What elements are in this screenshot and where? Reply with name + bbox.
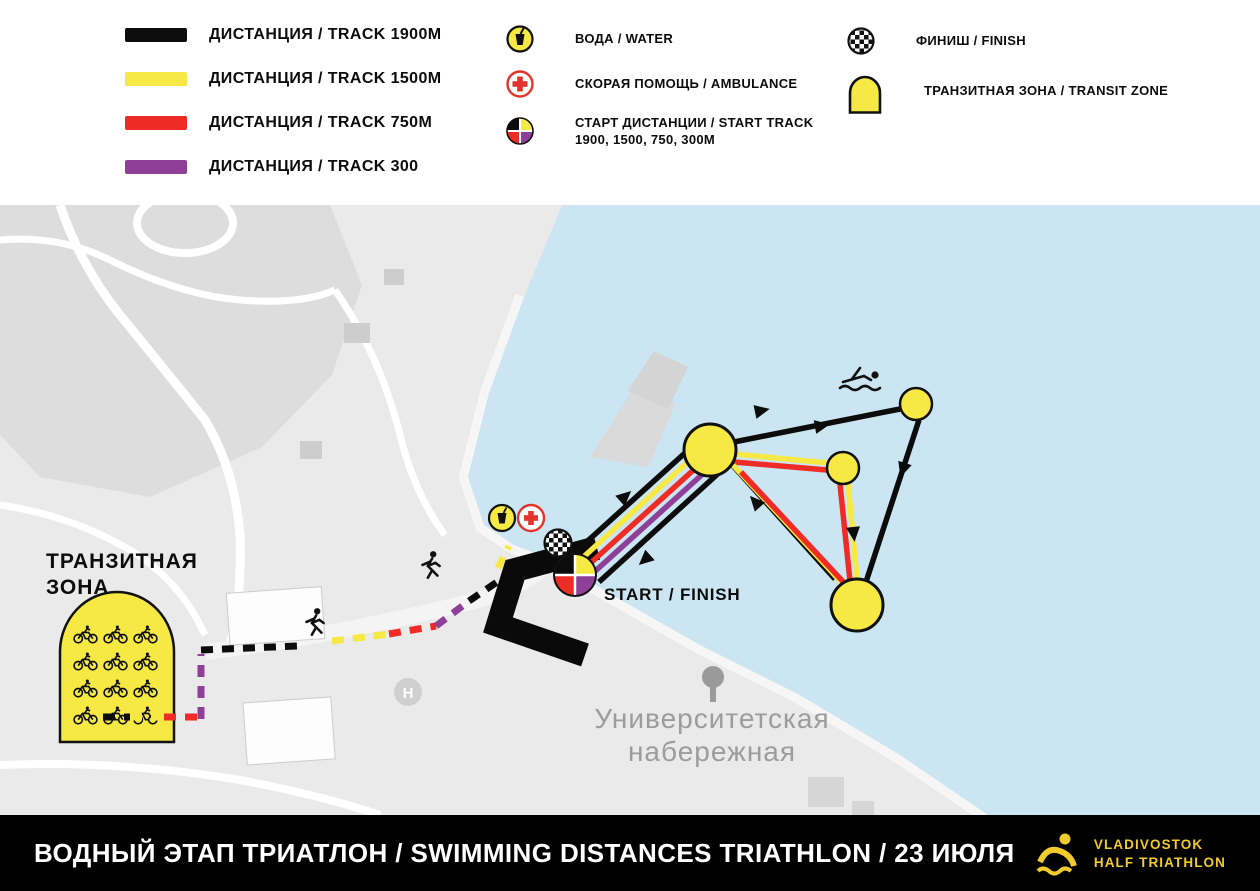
- track-1500-swatch-icon: [125, 72, 187, 86]
- legend-item-water: ВОДА / WATER: [505, 24, 813, 54]
- water-label: ВОДА / WATER: [575, 31, 674, 47]
- brand-name: VLADIVOSTOK HALF TRIATHLON: [1094, 837, 1226, 870]
- legend: ДИСТАНЦИЯ / TRACK 1900М ДИСТАНЦИЯ / TRAC…: [0, 0, 1260, 205]
- track-1900-swatch-icon: [125, 28, 187, 42]
- track-750-swatch-icon: [125, 116, 187, 130]
- stadium-outline: [133, 205, 237, 257]
- start-finish-marker: [553, 553, 597, 597]
- water-icon: [506, 25, 534, 53]
- run-route: [103, 544, 513, 721]
- ambulance-marker: [516, 503, 546, 533]
- helipad-icon: Н: [394, 678, 422, 706]
- start-track-icon: [506, 117, 534, 145]
- embankment-label-line1: Университетская: [594, 703, 829, 734]
- transit-zone-label: ТРАНЗИТНАЯ ЗОНА / TRANSIT ZONE: [924, 83, 1169, 99]
- direction-arrow: [898, 460, 912, 478]
- legend-item-ambulance: СКОРАЯ ПОМОЩЬ / AMBULANCE: [505, 69, 813, 99]
- legend-track-list: ДИСТАНЦИЯ / TRACK 1900М ДИСТАНЦИЯ / TRAC…: [125, 26, 442, 176]
- route-segment-yellow: [494, 544, 513, 570]
- stage-structure: [483, 536, 601, 667]
- track-1900-label: ДИСТАНЦИЯ / TRACK 1900М: [209, 26, 442, 43]
- direction-arrow: [753, 405, 770, 419]
- track-1500-label: ДИСТАНЦИЯ / TRACK 1500М: [209, 70, 442, 87]
- swimmer-icon: [838, 366, 882, 392]
- transit-zone-map-label-line2: ЗОНА: [46, 576, 110, 599]
- route-segment-black: [467, 573, 508, 604]
- start-track-label-line1: СТАРТ ДИСТАНЦИИ / START TRACK: [575, 115, 814, 130]
- transit-zone-map-label-line1: ТРАНЗИТНАЯ: [46, 550, 198, 573]
- direction-arrow: [638, 549, 655, 566]
- buoy-turn-large: [682, 422, 738, 478]
- route-segment-red: [388, 622, 437, 638]
- track-300-swatch-icon: [125, 160, 187, 174]
- course-1900-line: [860, 419, 922, 592]
- start-track-label-line2: 1900, 1500, 750, 300М: [575, 132, 716, 148]
- brand: VLADIVOSTOK HALF TRIATHLON: [1030, 826, 1226, 880]
- embankment-label-line2: набережная: [628, 736, 796, 767]
- buoy-bottom-large: [829, 577, 885, 633]
- course-map: Н Университетская набережная ТРАНЗИТНАЯ …: [0, 205, 1260, 815]
- course-return-line: [597, 467, 724, 585]
- legend-item-track-1500: ДИСТАНЦИЯ / TRACK 1500М: [125, 70, 442, 88]
- direction-arrow: [615, 490, 632, 507]
- track-750-label: ДИСТАНЦИЯ / TRACK 750М: [209, 114, 433, 131]
- legend-item-finish: ФИНИШ / FINISH: [846, 26, 1168, 56]
- footer-title: ВОДНЫЙ ЭТАП ТРИАТЛОН / SWIMMING DISTANCE…: [34, 837, 1015, 868]
- direction-arrow: [749, 495, 766, 512]
- water-station-marker: [487, 503, 517, 533]
- direction-arrows: [615, 405, 912, 566]
- transit-zone-icon: [848, 75, 882, 114]
- buoy-far: [898, 386, 934, 422]
- finish-flag-marker: [543, 528, 573, 558]
- course-1500-line: [734, 451, 829, 466]
- route-segment-yellow: [331, 630, 390, 645]
- start-track-label: СТАРТ ДИСТАНЦИИ / START TRACK 1900, 1500…: [575, 114, 813, 148]
- course-750-line: [837, 483, 854, 592]
- course-300-line: [590, 459, 718, 577]
- brand-logo-icon: [1036, 833, 1077, 876]
- legend-item-track-750: ДИСТАНЦИЯ / TRACK 750М: [125, 114, 442, 132]
- buoy-mid: [825, 450, 861, 486]
- route-segment-black: [200, 642, 298, 654]
- course-750-line: [583, 453, 711, 571]
- start-finish-label: START / FINISH: [604, 585, 741, 604]
- brand-name-line1: VLADIVOSTOK: [1093, 836, 1204, 852]
- finish-label: ФИНИШ / FINISH: [916, 33, 1026, 49]
- ambulance-label: СКОРАЯ ПОМОЩЬ / AMBULANCE: [575, 76, 798, 92]
- helipad-letter: Н: [403, 685, 414, 702]
- transit-zone-area: [58, 590, 176, 744]
- direction-arrow: [846, 526, 860, 542]
- course-return-line: [738, 470, 852, 590]
- ambulance-icon: [506, 70, 534, 98]
- legend-symbol-list: ВОДА / WATER СКОРАЯ ПОМОЩЬ / AMBULANCE С…: [505, 24, 813, 148]
- pier: [590, 351, 688, 467]
- track-300-label: ДИСТАНЦИЯ / TRACK 300: [209, 158, 419, 175]
- buoys: [682, 386, 934, 633]
- legend-item-transit: ТРАНЗИТНАЯ ЗОНА / TRANSIT ZONE: [846, 68, 1168, 114]
- direction-arrow: [813, 420, 830, 434]
- tree-icon: [702, 666, 724, 702]
- brand-name-line2: HALF TRIATHLON: [1093, 854, 1226, 870]
- legend-item-start: СТАРТ ДИСТАНЦИИ / START TRACK 1900, 1500…: [505, 114, 813, 148]
- footer-bar: ВОДНЫЙ ЭТАП ТРИАТЛОН / SWIMMING DISTANCE…: [0, 815, 1260, 891]
- course-1500-line: [576, 446, 704, 565]
- legend-item-track-1900: ДИСТАНЦИЯ / TRACK 1900М: [125, 26, 442, 44]
- course-750-line: [733, 459, 828, 473]
- finish-icon: [847, 27, 875, 55]
- legend-item-track-300: ДИСТАНЦИЯ / TRACK 300: [125, 158, 442, 176]
- legend-symbol-list-right: ФИНИШ / FINISH ТРАНЗИТНАЯ ЗОНА / TRANSIT…: [846, 26, 1168, 114]
- course-1900-line: [569, 440, 698, 559]
- route-segment-purple: [433, 598, 472, 629]
